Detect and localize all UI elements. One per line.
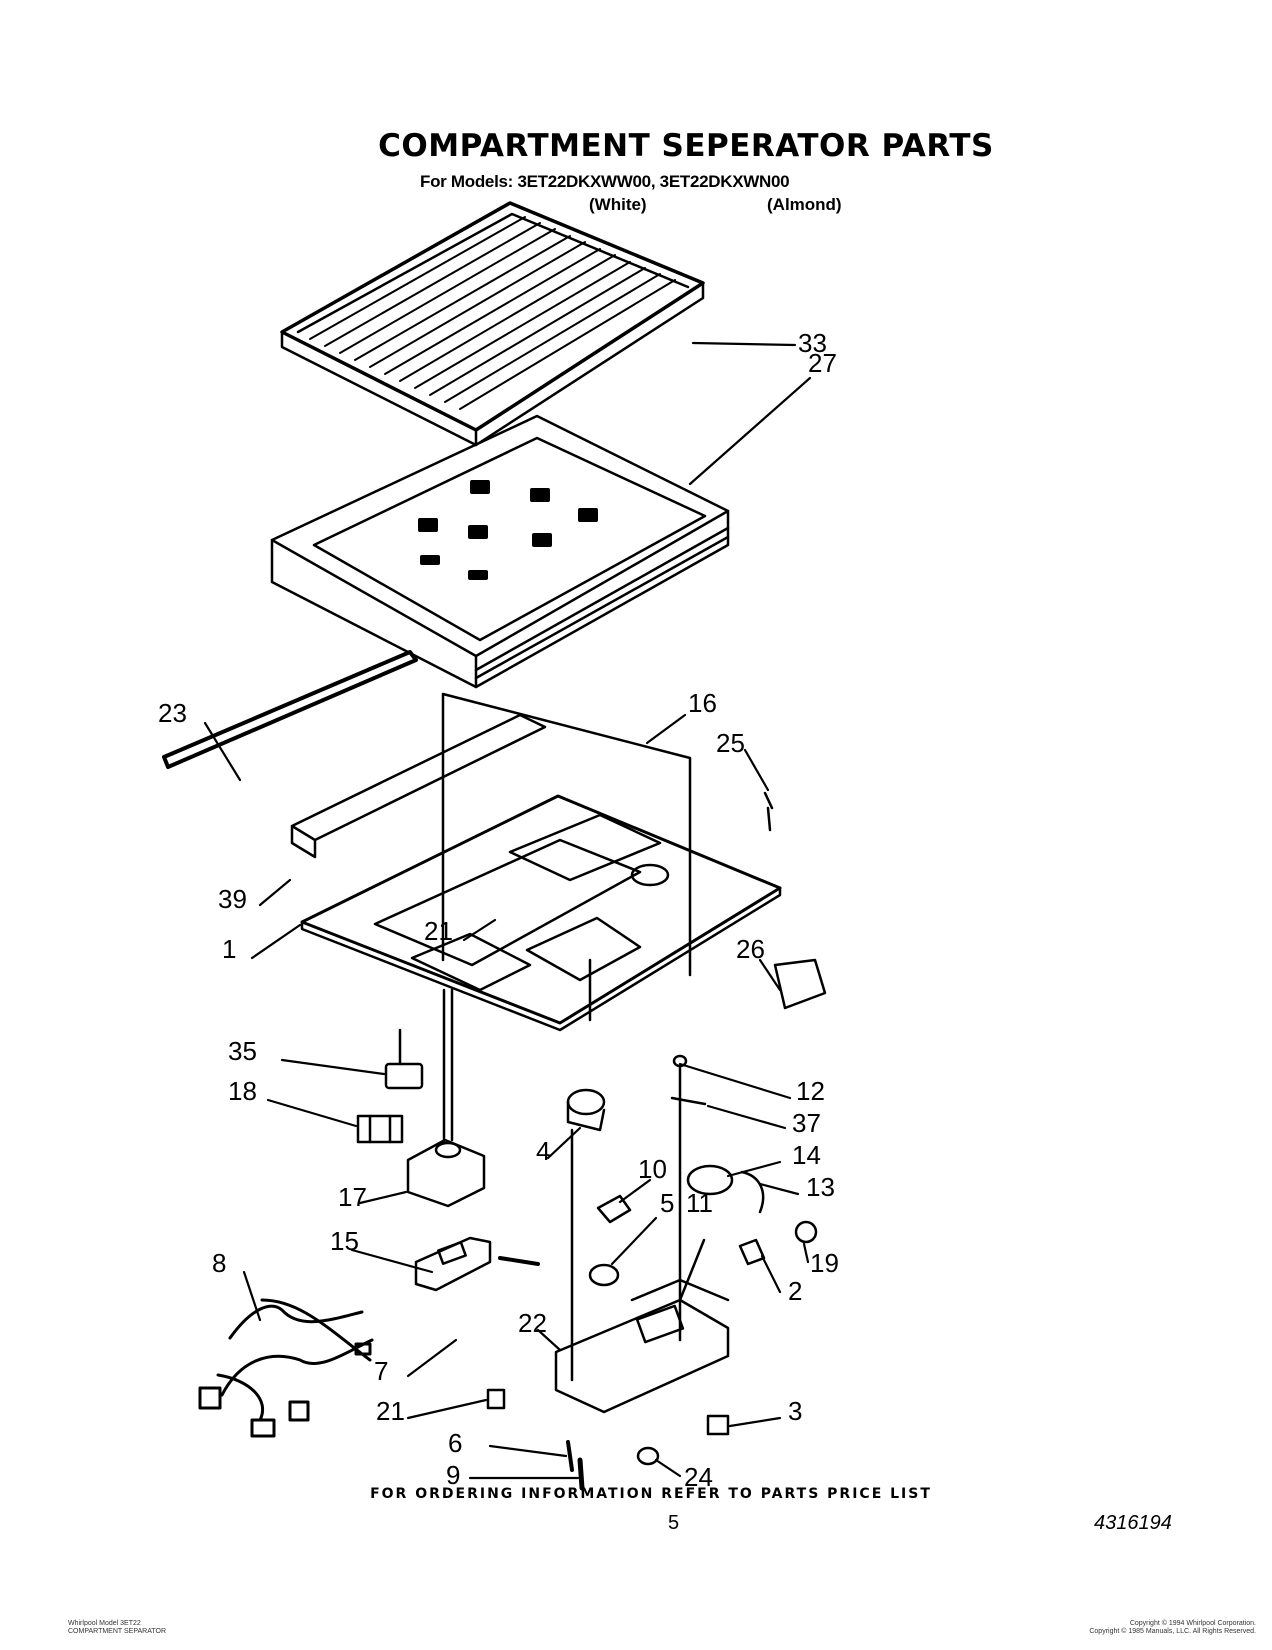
callout-7: 7	[374, 1356, 388, 1386]
part-10-switch	[596, 1194, 632, 1224]
part-12-screw	[672, 1054, 688, 1342]
part-19-housing	[414, 1236, 492, 1292]
callout-27: 27	[808, 348, 837, 378]
callout-39: 39	[218, 884, 247, 914]
part-4-cam	[566, 1088, 606, 1382]
callout-14: 14	[792, 1140, 821, 1170]
models-line: For Models: 3ET22DKXWW00, 3ET22DKXWN00	[420, 172, 790, 191]
callout-6: 6	[448, 1428, 462, 1458]
color-white-label: (White)	[589, 195, 647, 214]
part-5-screw	[577, 1457, 585, 1491]
fine-print-right-line: Copyright © 1985 Manuals, LLC. All Right…	[1089, 1628, 1256, 1635]
part-3-connector	[486, 1388, 506, 1410]
part-24-screw	[566, 1440, 574, 1472]
page-number: 5	[668, 1512, 680, 1534]
part-8-washer	[794, 1220, 818, 1244]
page-title: COMPARTMENT SEPERATOR PARTS	[378, 128, 994, 164]
callout-26: 26	[736, 934, 765, 964]
callout-25: 25	[716, 728, 745, 758]
part-15-link	[498, 1256, 540, 1266]
part-33-cover	[280, 201, 705, 447]
callout-5: 5	[660, 1188, 674, 1218]
color-almond-label: (Almond)	[767, 195, 842, 214]
callout-22: 22	[518, 1308, 547, 1338]
part-14-gear	[686, 1164, 734, 1196]
callout-24: 24	[684, 1462, 713, 1492]
part-35-cap	[384, 1028, 424, 1090]
document-number: 4316194	[1094, 1512, 1172, 1534]
ordering-note: FOR ORDERING INFORMATION REFER TO PARTS …	[370, 1486, 932, 1502]
leader-lines	[203, 341, 812, 1480]
callout-8: 8	[212, 1248, 226, 1278]
part-6-connector	[706, 1414, 730, 1436]
part-13-spring	[740, 1170, 765, 1214]
part-37-clip	[670, 1096, 707, 1106]
callout-15: 15	[330, 1226, 359, 1256]
callout-10: 10	[638, 1154, 667, 1184]
fine-print-left-line: Whirlpool Model 3ET22	[68, 1620, 141, 1627]
part-1-panel	[300, 794, 782, 1032]
callout-35: 35	[228, 1036, 257, 1066]
callout-2: 2	[788, 1276, 802, 1306]
callout-16: 16	[688, 688, 717, 718]
callout-21: 21	[424, 916, 453, 946]
callout-33: 33	[798, 328, 827, 358]
part-17-control	[406, 988, 486, 1208]
part-2-base	[554, 1238, 730, 1414]
part-23-strip	[162, 650, 418, 769]
part-16-wire	[441, 692, 692, 977]
callout-23: 23	[158, 698, 187, 728]
callout-9: 9	[446, 1460, 460, 1490]
callout-4: 4	[536, 1136, 550, 1166]
callout-37: 37	[792, 1108, 821, 1138]
part-11-bushing	[588, 1263, 620, 1287]
callout-1: 1	[222, 934, 236, 964]
fine-print-left: Whirlpool Model 3ET22 COMPARTMENT SEPARA…	[68, 1620, 166, 1636]
fine-print-right-line: Copyright © 1994 Whirlpool Corporation.	[1129, 1620, 1256, 1627]
part-25-screw	[763, 791, 774, 832]
part-18-bracket	[356, 1114, 404, 1144]
part-22-harness	[198, 1298, 374, 1438]
callout-13: 13	[806, 1172, 835, 1202]
part-26-clip	[773, 958, 827, 1010]
fine-print-right: Copyright © 1994 Whirlpool Corporation. …	[1056, 1620, 1256, 1636]
callout-3: 3	[788, 1396, 802, 1426]
callout-18: 18	[228, 1076, 257, 1106]
part-39-channel	[290, 713, 547, 859]
callout-17: 17	[338, 1182, 367, 1212]
callout-12: 12	[796, 1076, 825, 1106]
callout-19: 19	[810, 1248, 839, 1278]
part-7-nut	[738, 1238, 766, 1266]
part-9-washer	[636, 1446, 660, 1466]
fine-print-left-line: COMPARTMENT SEPARATOR	[68, 1628, 167, 1635]
part-27-frame	[270, 414, 730, 689]
callout-11: 11	[686, 1188, 713, 1218]
callout-21: 21	[376, 1396, 405, 1426]
